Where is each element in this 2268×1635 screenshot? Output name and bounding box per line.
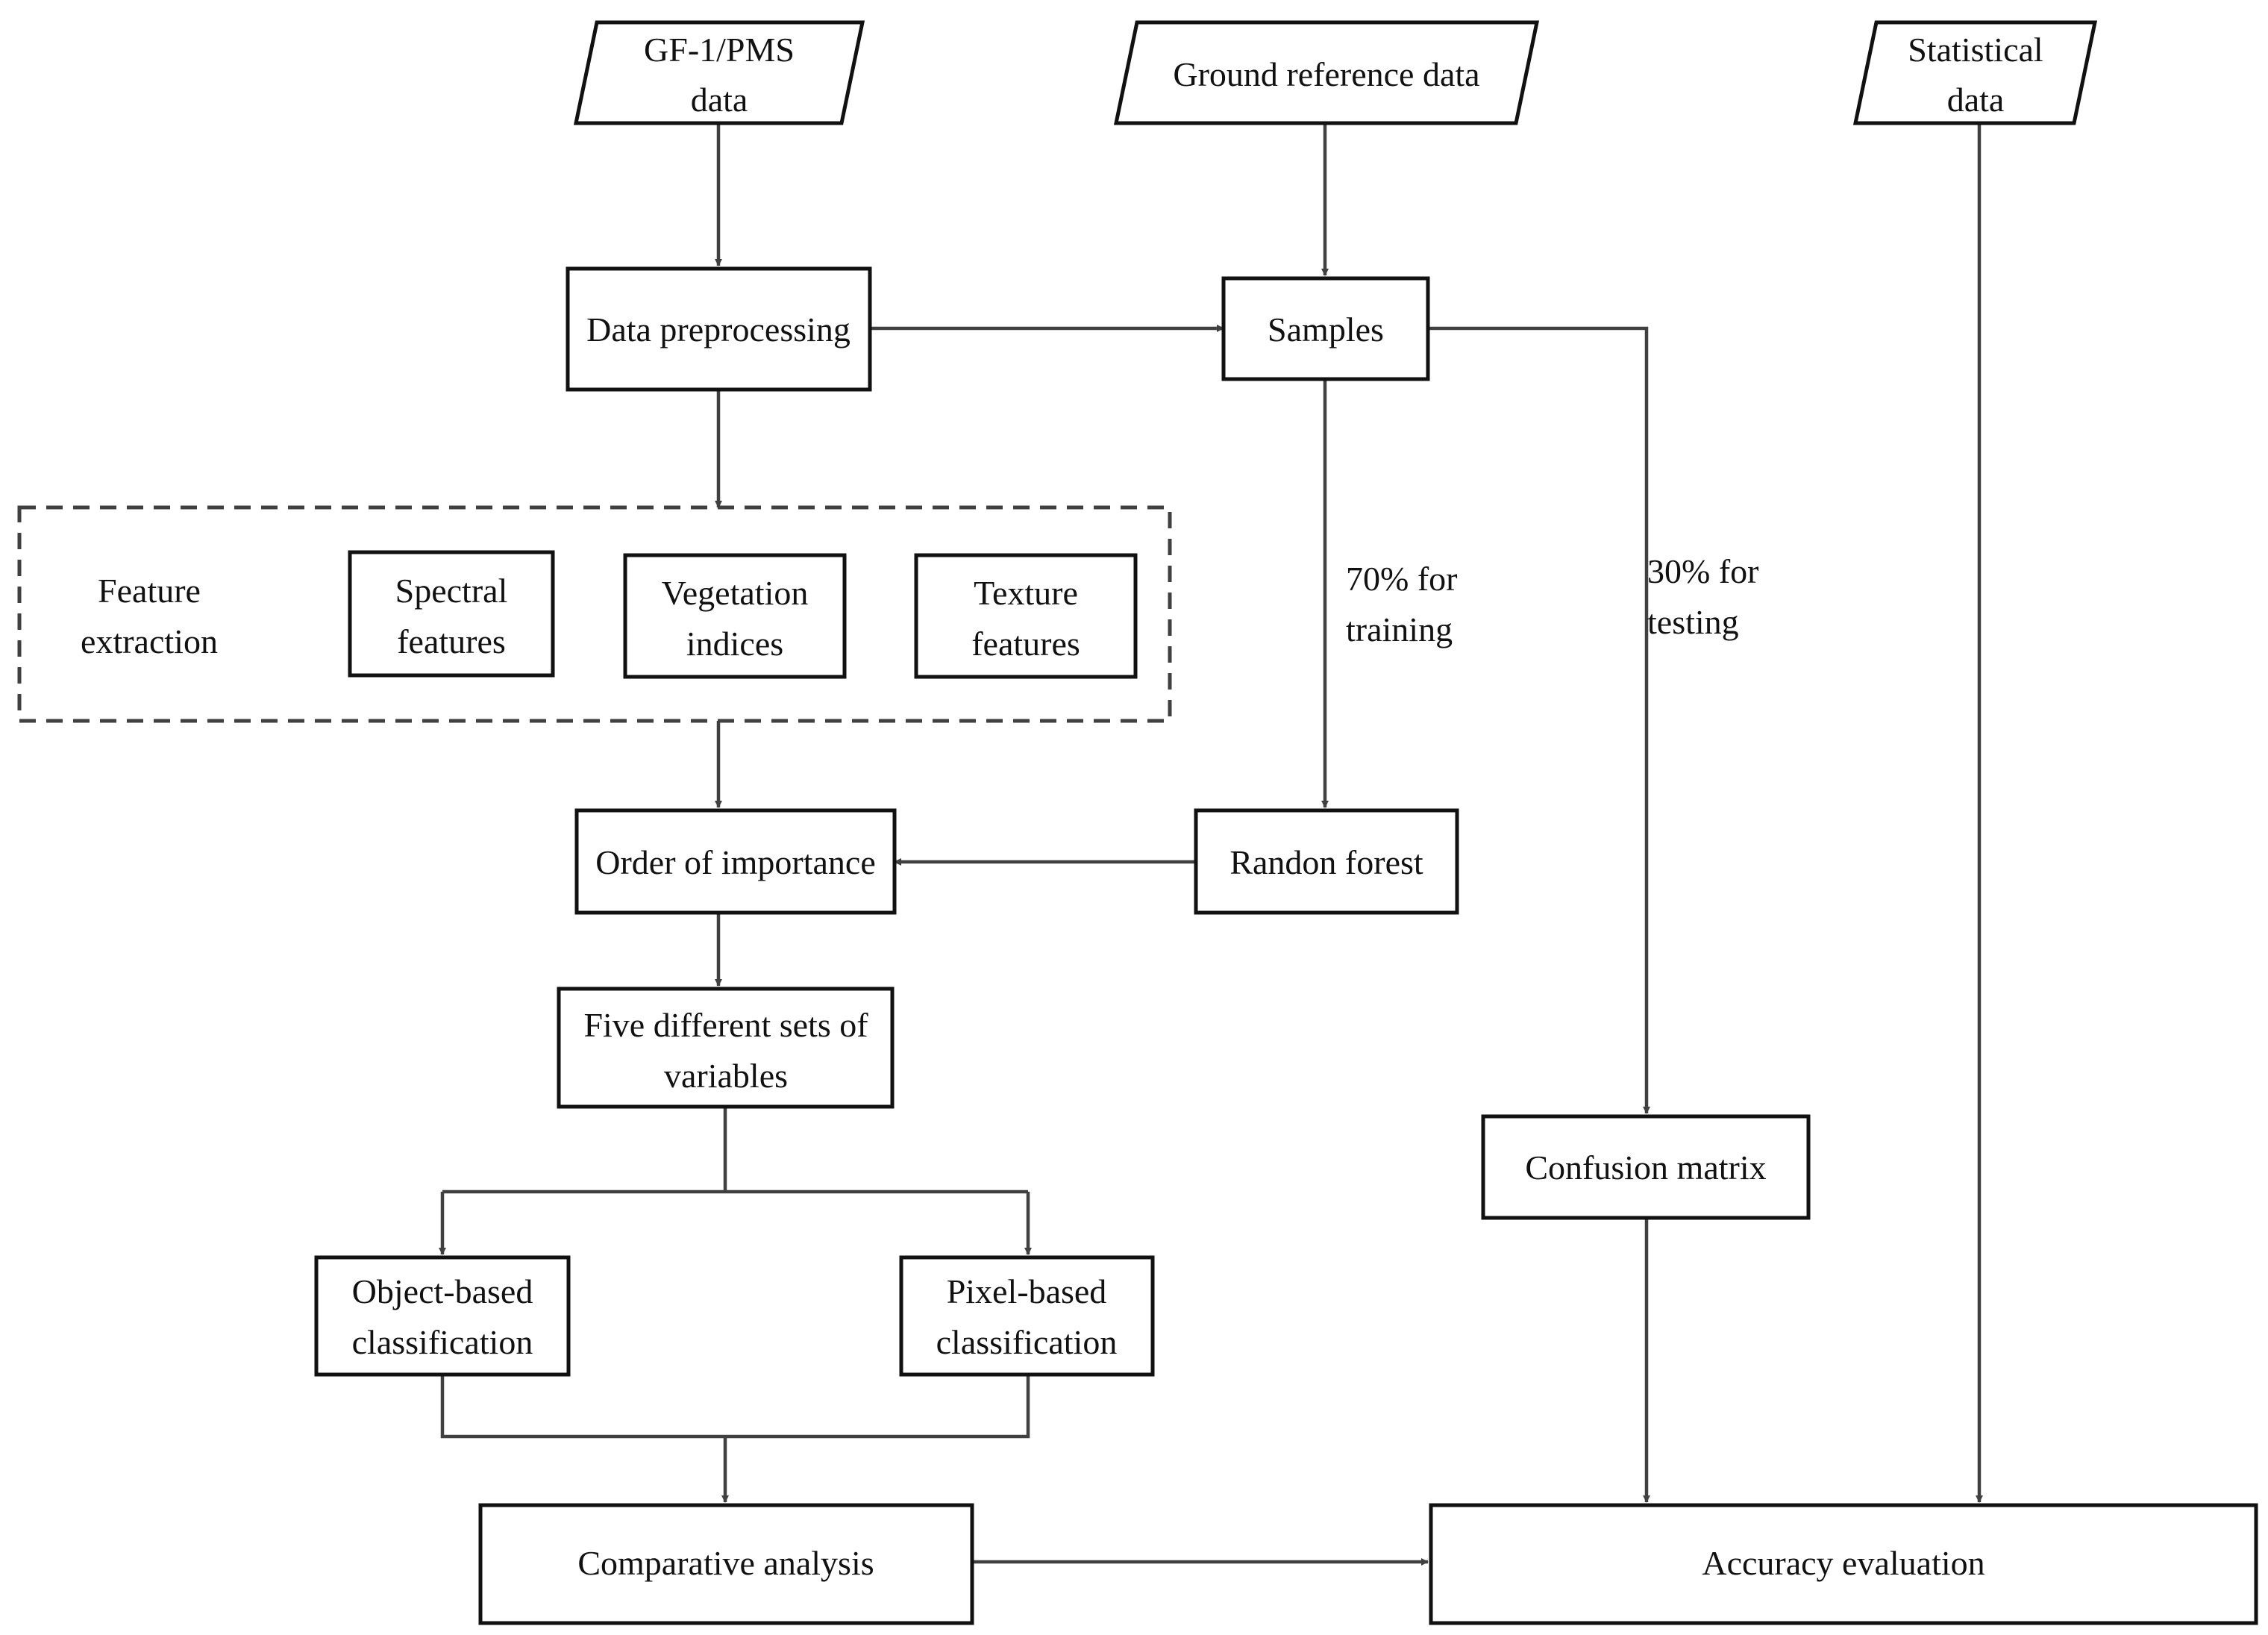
label-testing-split: 30% for testing [1647,552,1758,641]
arrow-samples-to-confusion [1428,326,1650,1114]
line-object-pixel-merge [440,1375,1030,1439]
statistical-label-line2: data [1947,81,2005,119]
box-random-forest: Randon forest [1194,808,1459,915]
confusion-matrix-label: Confusion matrix [1525,1148,1766,1187]
box-samples: Samples [1221,276,1430,381]
input-gf1-data: GF-1/PMS data [573,20,865,125]
samples-label: Samples [1268,310,1384,348]
box-spectral-features: Spectral features [348,550,555,678]
comparative-analysis-label: Comparative analysis [577,1544,874,1582]
five-sets-label-line1: Five different sets of [583,1006,868,1044]
box-vegetation-indices: Vegetation indices [623,553,847,679]
input-statistical-data: Statistical data [1852,20,2098,125]
testing-label-line2: testing [1647,603,1739,641]
five-sets-label-line2: variables [664,1057,788,1095]
order-of-importance-label: Order of importance [595,843,876,881]
training-label-line1: 70% for [1346,560,1457,598]
pixel-based-label-line1: Pixel-based [947,1272,1107,1310]
random-forest-label: Randon forest [1229,843,1423,881]
feature-extraction-label-line1: Feature [98,572,201,610]
box-comparative-analysis: Comparative analysis [478,1503,974,1625]
spectral-features-label-line2: features [397,622,506,660]
spectral-features-label-line1: Spectral [395,572,508,610]
box-pixel-based: Pixel-based classification [899,1255,1155,1377]
vegetation-indices-label-line2: indices [686,625,783,663]
box-accuracy-evaluation: Accuracy evaluation [1429,1503,2258,1625]
feature-extraction-group: Feature extraction [17,505,1172,723]
box-texture-features: Texture features [914,553,1138,679]
object-based-label-line1: Object-based [352,1272,533,1310]
box-order-of-importance: Order of importance [574,808,897,915]
statistical-label-line1: Statistical [1908,31,2043,69]
gf1-label-line2: data [691,81,748,119]
accuracy-evaluation-label: Accuracy evaluation [1702,1544,1985,1582]
connectors [439,123,1983,1566]
texture-features-label-line2: features [971,625,1080,663]
vegetation-indices-label-line1: Vegetation [662,574,809,612]
label-training-split: 70% for training [1346,560,1457,648]
testing-label-line1: 30% for [1647,552,1758,590]
box-five-sets: Five different sets of variables [557,987,895,1109]
input-ground-reference: Ground reference data [1113,20,1540,125]
data-preprocessing-label: Data preprocessing [586,310,850,348]
ground-reference-label: Ground reference data [1173,55,1479,93]
box-object-based: Object-based classification [314,1255,571,1377]
feature-extraction-label-line2: extraction [81,622,218,660]
training-label-line2: training [1346,610,1453,648]
gf1-label-line1: GF-1/PMS [644,31,795,69]
pixel-based-label-line2: classification [936,1323,1118,1361]
object-based-label-line2: classification [352,1323,533,1361]
box-confusion-matrix: Confusion matrix [1481,1114,1811,1220]
texture-features-label-line1: Texture [974,574,1078,612]
box-data-preprocessing: Data preprocessing [566,266,872,392]
